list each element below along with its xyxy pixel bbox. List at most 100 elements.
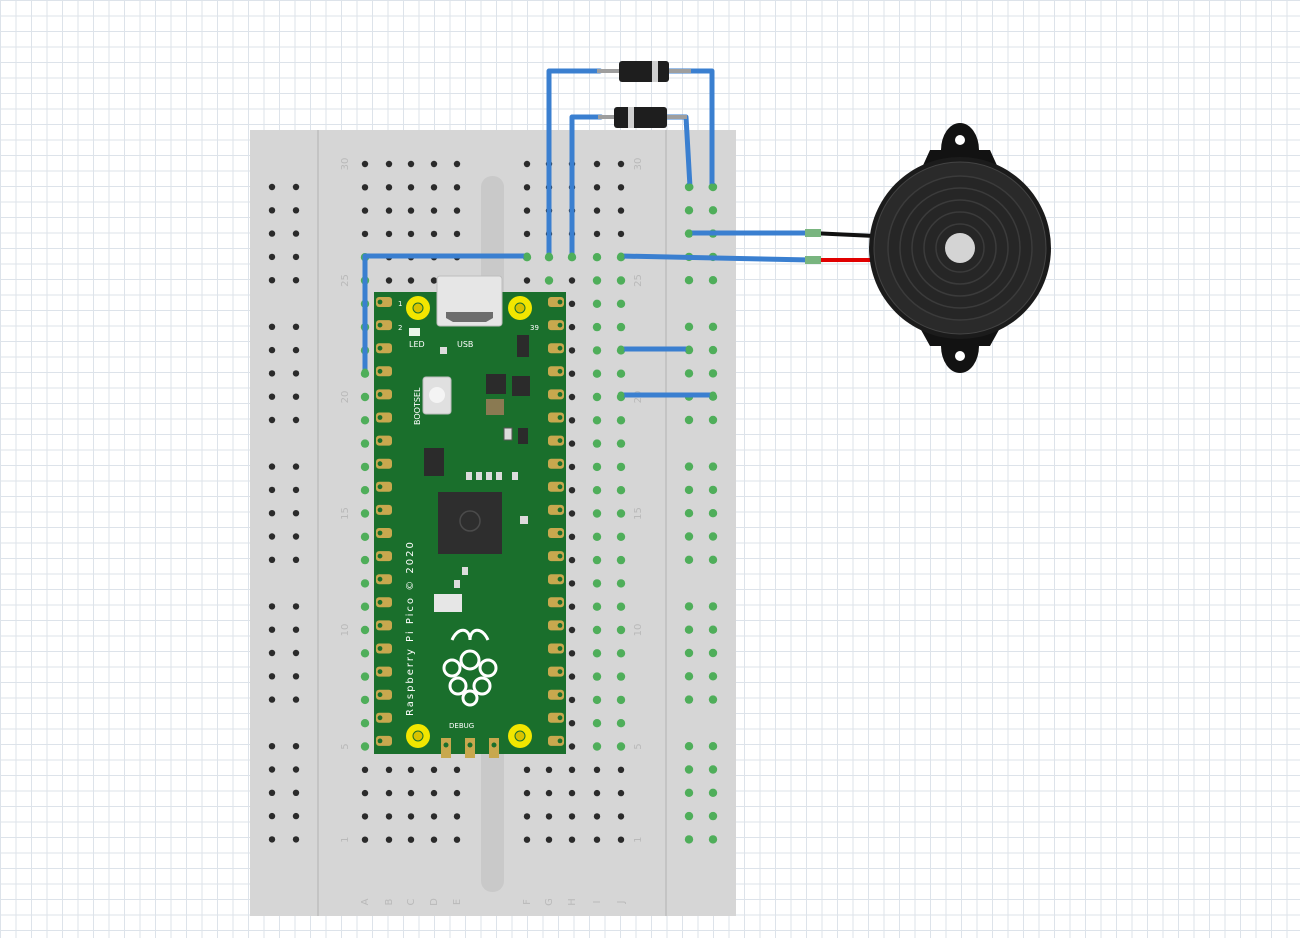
rail-hole[interactable] (684, 672, 694, 681)
rail-hole[interactable] (292, 626, 300, 633)
rail-hole[interactable] (268, 230, 276, 237)
breadboard-hole[interactable] (592, 509, 602, 518)
rail-hole[interactable] (708, 835, 718, 844)
rail-hole[interactable] (708, 742, 718, 751)
breadboard-hole[interactable] (360, 555, 370, 565)
rail-hole[interactable] (684, 788, 694, 797)
breadboard-hole[interactable] (568, 580, 576, 587)
breadboard-hole[interactable] (617, 207, 625, 214)
rail-hole[interactable] (708, 276, 718, 285)
breadboard-hole[interactable] (616, 439, 626, 448)
breadboard-hole[interactable] (523, 836, 531, 843)
breadboard-hole[interactable] (568, 836, 576, 843)
rail-hole[interactable] (292, 533, 300, 540)
breadboard-hole[interactable] (593, 836, 601, 843)
breadboard-hole[interactable] (407, 160, 415, 168)
breadboard-hole[interactable] (430, 836, 438, 843)
rail-hole[interactable] (292, 486, 300, 494)
breadboard-hole[interactable] (568, 650, 576, 657)
breadboard-hole[interactable] (430, 277, 438, 284)
breadboard-hole[interactable] (407, 766, 415, 773)
breadboard-hole[interactable] (430, 160, 438, 168)
breadboard-hole[interactable] (568, 743, 576, 750)
breadboard-hole[interactable] (360, 509, 370, 518)
rail-hole[interactable] (684, 322, 694, 331)
rail-hole[interactable] (292, 393, 300, 400)
breadboard-hole[interactable] (453, 813, 461, 820)
breadboard-hole[interactable] (361, 230, 369, 238)
rail-hole[interactable] (708, 509, 718, 518)
rail-hole[interactable] (708, 625, 718, 634)
breadboard-hole[interactable] (592, 672, 602, 681)
breadboard-hole[interactable] (616, 486, 626, 495)
rail-hole[interactable] (292, 416, 300, 424)
rail-hole[interactable] (268, 323, 276, 330)
breadboard-hole[interactable] (430, 207, 438, 214)
rail-hole[interactable] (292, 603, 300, 610)
breadboard-hole[interactable] (453, 207, 461, 214)
breadboard-hole[interactable] (617, 836, 625, 843)
breadboard-hole[interactable] (385, 813, 393, 820)
breadboard-hole[interactable] (617, 160, 625, 168)
breadboard-hole[interactable] (616, 369, 626, 378)
rail-hole[interactable] (292, 556, 300, 563)
rail-hole[interactable] (292, 812, 300, 820)
breadboard-hole[interactable] (407, 230, 415, 238)
breadboard-hole[interactable] (430, 766, 438, 773)
breadboard-hole[interactable] (592, 742, 602, 751)
breadboard-hole[interactable] (523, 207, 531, 214)
wire-gnd-to-pin[interactable] (362, 253, 530, 375)
rail-hole[interactable] (292, 230, 300, 237)
breadboard-hole[interactable] (568, 347, 576, 354)
breadboard-hole[interactable] (385, 789, 393, 797)
breadboard-hole[interactable] (385, 277, 393, 284)
breadboard-hole[interactable] (360, 649, 370, 658)
breadboard-hole[interactable] (407, 207, 415, 214)
breadboard-hole[interactable] (360, 625, 370, 635)
breadboard-hole[interactable] (407, 813, 415, 820)
breadboard-hole[interactable] (568, 603, 576, 610)
breadboard-hole[interactable] (385, 184, 393, 191)
breadboard-hole[interactable] (616, 695, 626, 705)
breadboard-hole[interactable] (568, 417, 576, 424)
rail-hole[interactable] (684, 206, 694, 215)
breadboard-hole[interactable] (568, 813, 576, 820)
breadboard-hole[interactable] (523, 160, 531, 168)
breadboard-hole[interactable] (592, 602, 602, 611)
breadboard-hole[interactable] (616, 625, 626, 635)
breadboard-hole[interactable] (593, 766, 601, 773)
rail-hole[interactable] (292, 207, 300, 214)
breadboard-hole[interactable] (616, 579, 626, 588)
breadboard-hole[interactable] (523, 789, 531, 797)
breadboard-hole[interactable] (592, 439, 602, 448)
rail-hole[interactable] (684, 602, 694, 611)
breadboard-hole[interactable] (385, 836, 393, 843)
breadboard-hole[interactable] (385, 160, 393, 168)
breadboard-hole[interactable] (361, 184, 369, 191)
rail-hole[interactable] (292, 649, 300, 657)
breadboard-hole[interactable] (568, 393, 576, 401)
breadboard-hole[interactable] (592, 579, 602, 588)
breadboard-hole[interactable] (523, 277, 531, 284)
breadboard-hole[interactable] (545, 789, 553, 797)
rail-hole[interactable] (268, 463, 276, 470)
breadboard-hole[interactable] (407, 836, 415, 843)
rail-hole[interactable] (684, 765, 694, 774)
breadboard-hole[interactable] (360, 532, 370, 541)
breadboard-hole[interactable] (407, 184, 415, 191)
breadboard-hole[interactable] (617, 184, 625, 191)
rail-hole[interactable] (708, 485, 718, 495)
rail-hole[interactable] (684, 695, 694, 704)
piezo-buzzer[interactable] (805, 123, 1051, 373)
rail-hole[interactable] (684, 625, 694, 634)
rail-hole[interactable] (268, 603, 276, 610)
breadboard-hole[interactable] (568, 463, 576, 471)
rail-hole[interactable] (684, 462, 694, 471)
rail-hole[interactable] (268, 649, 276, 657)
breadboard-hole[interactable] (568, 556, 576, 564)
breadboard-hole[interactable] (545, 813, 553, 820)
breadboard-hole[interactable] (593, 207, 601, 214)
breadboard-hole[interactable] (360, 742, 370, 751)
breadboard-hole[interactable] (592, 299, 602, 308)
breadboard-hole[interactable] (361, 766, 369, 773)
